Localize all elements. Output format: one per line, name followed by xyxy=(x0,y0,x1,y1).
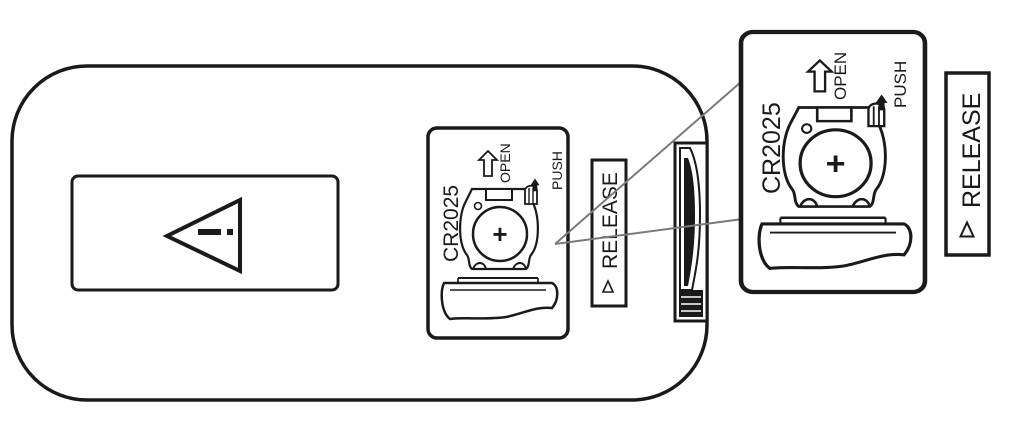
release-triangle-small-icon xyxy=(601,279,615,293)
cover-large-open-label: OPEN xyxy=(831,52,850,100)
cover-large-battery-type: CR2025 xyxy=(758,102,786,194)
release-latch xyxy=(673,141,709,323)
cover-small-push-label: PUSH xyxy=(549,151,565,190)
battery-cover-small: + xyxy=(426,126,570,340)
leader-line-top xyxy=(554,81,742,245)
leader-line-bottom xyxy=(554,217,751,245)
cover-small-battery-type: CR2025 xyxy=(440,185,463,262)
cover-small-open-label: OPEN xyxy=(497,143,513,183)
warning-icon: ! xyxy=(162,196,242,275)
cover-large-plus: + xyxy=(826,146,846,182)
cover-large-push-label: PUSH xyxy=(891,61,910,108)
release-label-small: RELEASE xyxy=(599,172,622,269)
release-triangle-large-icon xyxy=(958,220,976,238)
release-label-large: RELEASE xyxy=(958,93,986,208)
cover-small-plus: + xyxy=(492,219,507,249)
battery-cover-magnified: + xyxy=(741,32,925,292)
